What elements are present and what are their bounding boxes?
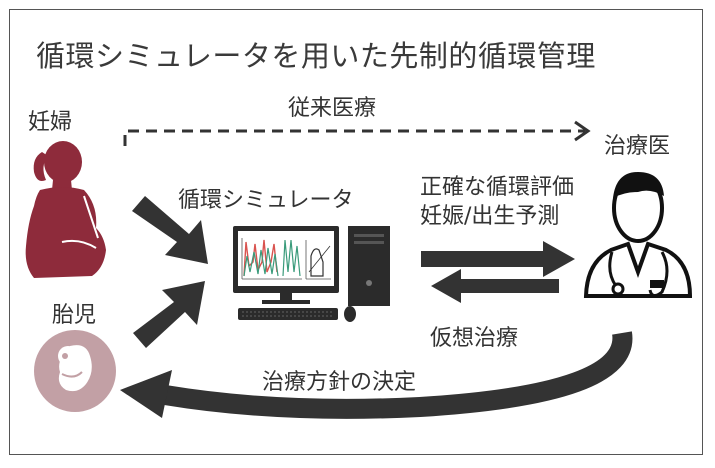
pregnant-woman-label: 妊婦: [28, 110, 73, 135]
mouse: [344, 306, 356, 322]
arrow-mother-to-simulator: [132, 196, 208, 264]
arrow-simulator-to-physician: [421, 241, 575, 277]
treatment-decision-arrow: [120, 331, 633, 419]
physician-label: 治療医: [604, 134, 671, 159]
arrow-physician-to-simulator: [431, 269, 559, 303]
output-label-line1: 正確な循環評価: [420, 175, 575, 200]
pv-loop: [310, 248, 324, 277]
physician-icon: [583, 172, 693, 298]
computer-icon: [233, 226, 390, 322]
treatment-decision-label: 治療方針の決定: [262, 370, 417, 395]
virtual-treatment-label: 仮想治療: [430, 326, 519, 351]
keyboard: [238, 308, 338, 320]
pc-tower: [348, 226, 390, 306]
waveform-green: [243, 247, 279, 277]
pregnant-woman-icon: [25, 141, 106, 278]
output-label-line2: 妊娠/出生予測: [420, 204, 560, 229]
arrow-fetus-to-simulator: [133, 281, 205, 348]
fetus-icon: [34, 330, 116, 412]
conventional-care-label: 従来医療: [288, 96, 377, 121]
conventional-care-arrow: [123, 120, 591, 146]
simulator-label: 循環シミュレータ: [178, 188, 354, 213]
diagram-title: 循環シミュレータを用いた先制的循環管理: [36, 39, 596, 73]
fetus-label: 胎児: [52, 303, 97, 328]
